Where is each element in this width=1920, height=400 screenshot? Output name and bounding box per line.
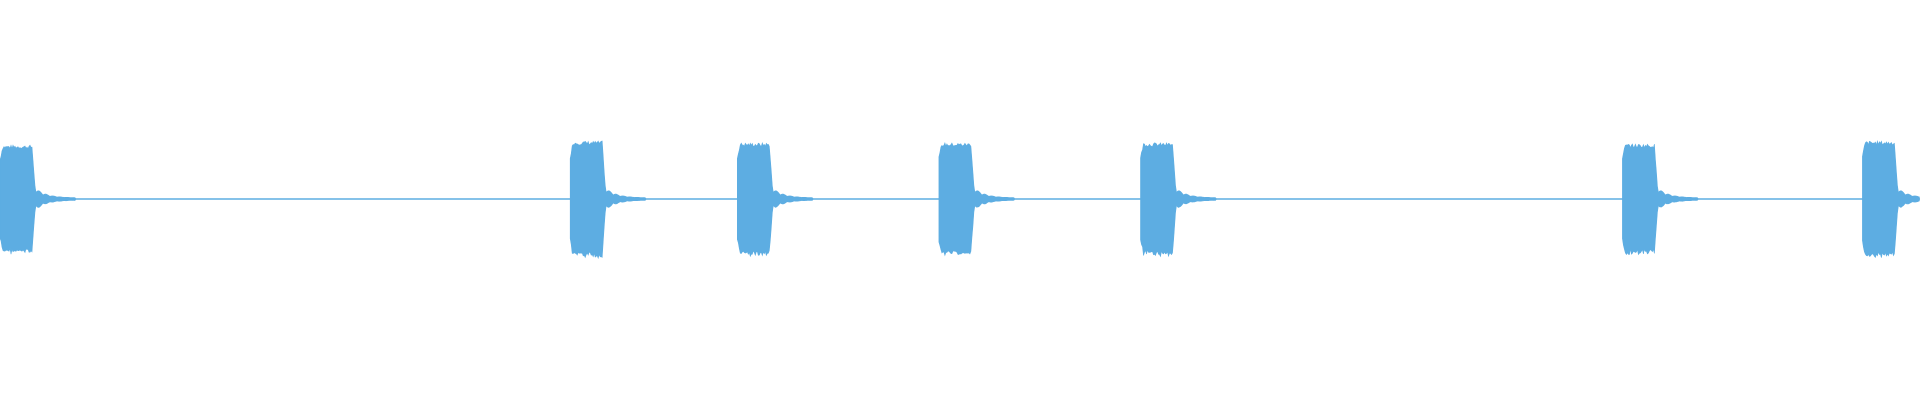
waveform-burst-7 (1862, 139, 1920, 258)
waveform-burst-6 (1622, 143, 1699, 256)
waveform-burst-4 (938, 142, 1016, 257)
waveform-burst-3 (736, 141, 814, 258)
waveform-burst-1 (0, 144, 77, 255)
waveform-burst-5 (1140, 142, 1217, 258)
waveform-bursts (0, 139, 1920, 260)
waveform-burst-2 (569, 140, 647, 260)
